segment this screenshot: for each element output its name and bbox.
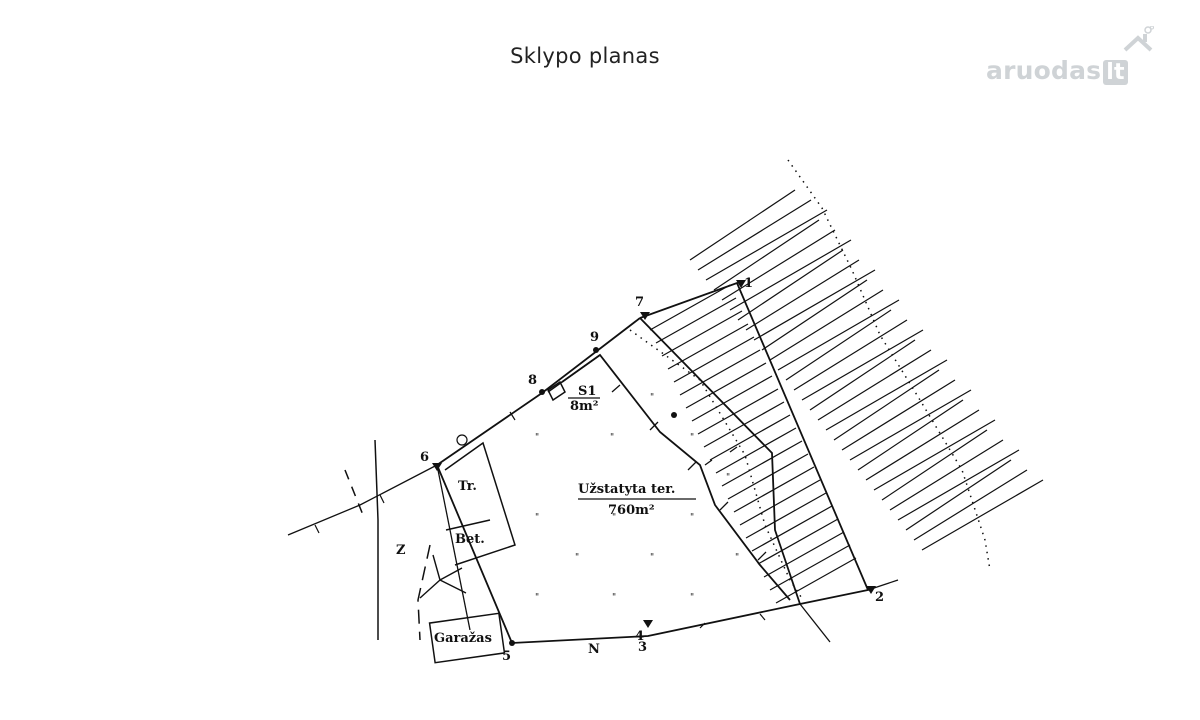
point-4: 4: [635, 629, 644, 644]
hatch-line: [697, 388, 779, 435]
hatch-line: [673, 336, 755, 383]
hatch-line: [825, 359, 948, 431]
hatch-line: [817, 349, 932, 421]
grass-mark: ": [690, 513, 694, 523]
point-5: 5: [502, 649, 511, 664]
plot-boundary: [436, 281, 870, 644]
hatch-line: [833, 369, 940, 441]
grass-mark: ": [690, 593, 694, 603]
hatch-line: [785, 309, 892, 381]
point-9: 9: [590, 330, 599, 345]
grass-mark: ": [650, 393, 654, 403]
hatch-line: [897, 449, 1020, 521]
grass-mark: ": [610, 433, 614, 443]
watermark-tld: lt: [1103, 60, 1128, 85]
grass-mark: ": [735, 553, 739, 563]
north-arrows: [419, 554, 467, 599]
hatch-line: [691, 375, 773, 422]
hatch-line: [661, 310, 743, 357]
boundary-ticks: [314, 411, 766, 629]
hatch-line: [745, 259, 860, 331]
label-tr: Tr.: [458, 479, 477, 494]
hatch-line: [721, 229, 836, 301]
point-3: 3: [638, 640, 647, 655]
page-title: Sklypo planas: [510, 44, 660, 68]
hatch-line: [809, 339, 916, 411]
hatch-line: [655, 297, 737, 344]
hatch-line: [913, 469, 1028, 541]
point-8: 8: [528, 373, 537, 388]
label-z: Z: [396, 543, 406, 558]
grass-marks: " " " " " " " " " " " " " ": [535, 393, 739, 603]
point-1: 1: [744, 276, 753, 291]
hatch-line: [751, 505, 833, 552]
hatch-line: [881, 429, 988, 501]
survey-markers: [432, 280, 876, 646]
hatch-line: [889, 439, 1004, 511]
hatch-line: [841, 379, 956, 451]
hatch-line: [921, 479, 1044, 551]
hatch-line: [857, 399, 964, 471]
hatch-line: [865, 409, 980, 481]
hatch-line: [721, 440, 803, 487]
hatch-line: [689, 189, 796, 261]
grass-mark: ": [575, 553, 579, 563]
label-north: N: [588, 642, 600, 657]
structure-area: 8m²: [570, 399, 599, 414]
grass-mark: ": [535, 433, 539, 443]
hatch-line: [713, 219, 820, 291]
hatch-line: [761, 279, 868, 351]
point-2: 2: [875, 590, 884, 605]
point-6: 6: [420, 450, 429, 465]
hatch-line: [745, 492, 827, 539]
hatch-line: [705, 209, 828, 281]
hatch-line: [775, 557, 857, 604]
hatch-line: [709, 414, 791, 461]
hatch-line: [739, 479, 821, 526]
hatch-line: [801, 329, 924, 401]
grass-mark: ": [535, 593, 539, 603]
hatch-line: [753, 269, 876, 341]
structure-s1: [547, 354, 601, 402]
building-dashes: [611, 384, 767, 561]
hatch-line: [729, 239, 852, 311]
structure-code: S1: [578, 384, 596, 399]
label-bet: Bet.: [455, 532, 485, 547]
hatch-line: [849, 389, 972, 461]
hatch-line: [763, 531, 845, 578]
hatch-line: [685, 362, 767, 409]
hatch-line: [777, 299, 900, 371]
grass-mark: ": [726, 473, 730, 483]
hatch-line: [757, 518, 839, 565]
built-area-value: 760m²: [608, 503, 655, 518]
outer-lines: [287, 464, 899, 643]
hatched-slope-area: [649, 189, 1044, 604]
grass-mark: ": [612, 593, 616, 603]
hatch-line: [793, 319, 908, 391]
hatch-line: [737, 249, 844, 321]
hatch-line: [769, 544, 851, 591]
hatch-line: [905, 459, 1012, 531]
grass-mark: ": [690, 433, 694, 443]
hatch-line: [715, 427, 797, 474]
hatch-line: [727, 453, 809, 500]
outbuildings: [344, 439, 516, 664]
hatch-line: [649, 284, 731, 331]
label-garage: Garažas: [434, 631, 492, 646]
dotted-edges: [629, 159, 991, 601]
hatch-line: [697, 199, 812, 271]
hatch-line: [679, 349, 761, 396]
hatch-line: [769, 289, 884, 361]
hatch-line: [873, 419, 996, 491]
built-area-label: Užstatyta ter.: [578, 482, 675, 497]
point-7: 7: [635, 295, 644, 310]
grass-mark: ": [650, 553, 654, 563]
house-icon: [1123, 26, 1154, 52]
grass-mark: ": [612, 513, 616, 523]
grass-mark: ": [535, 513, 539, 523]
